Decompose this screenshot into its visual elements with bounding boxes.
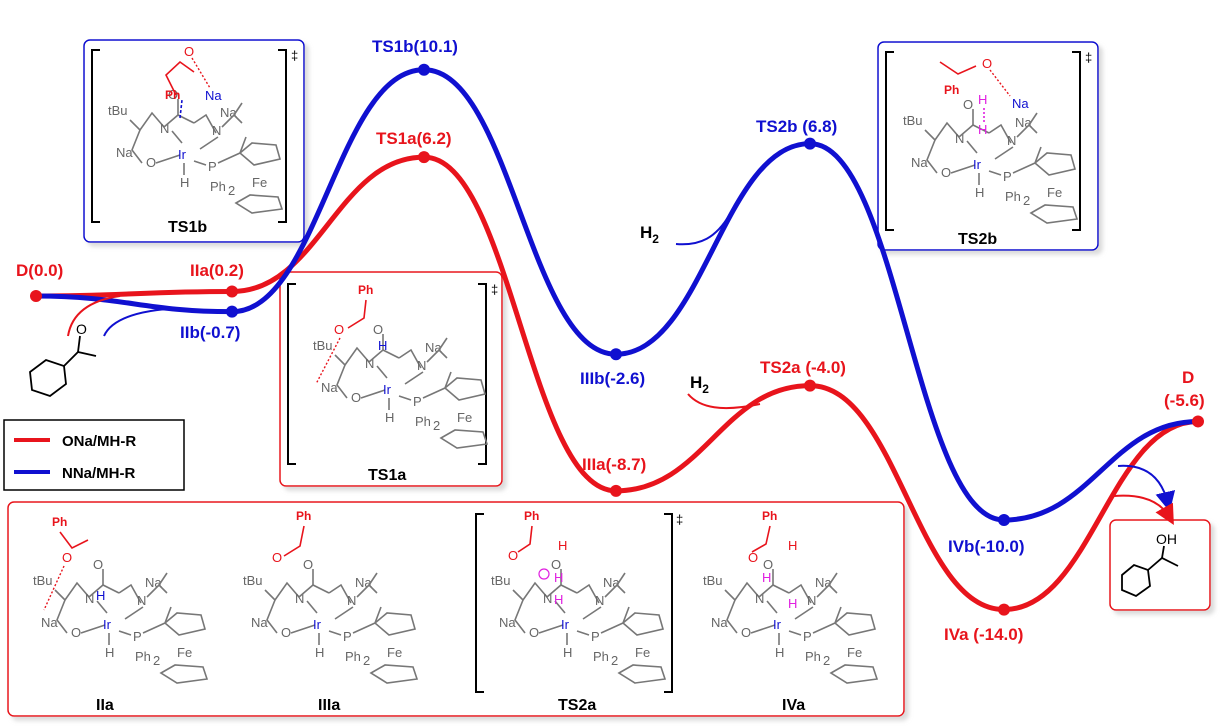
label-d-end: D <box>1182 368 1194 387</box>
iia-caption: IIa <box>96 697 114 714</box>
structure-ts2a: ‡ Ph O H H H TS2a <box>475 509 683 714</box>
label-ts2b: TS2b (6.8) <box>756 117 837 136</box>
svg-text:Ph: Ph <box>358 283 373 297</box>
acetophenone-entry-red <box>67 295 121 337</box>
svg-text:H: H <box>978 92 987 107</box>
label-iiib: IIIb(-2.6) <box>580 369 645 388</box>
legend-label-red: ONa/MH-R <box>62 433 136 450</box>
svg-text:‡: ‡ <box>491 282 498 297</box>
svg-text:Ph: Ph <box>762 509 777 523</box>
blue-node-ts2b <box>804 137 816 150</box>
label-iia: IIa(0.2) <box>190 261 244 280</box>
product-exit-red <box>1113 494 1174 525</box>
label-ivb: IVb(-10.0) <box>948 537 1025 556</box>
h2-entry-red <box>687 393 761 410</box>
svg-text:Ph: Ph <box>165 88 180 102</box>
iiia-caption: IIIa <box>318 697 340 714</box>
bottom-structures-panel: Ph O H IIa Ph O IIIa ‡ Ph O H H H <box>7 501 905 717</box>
svg-text:H: H <box>762 570 771 585</box>
svg-text:‡: ‡ <box>1085 50 1092 65</box>
svg-text:Ph: Ph <box>944 83 959 97</box>
ts2b-box: ‡ O Ph H H Na TS2b <box>877 41 1099 251</box>
svg-text:H: H <box>978 122 987 137</box>
red-node-iva <box>998 603 1010 616</box>
red-node-ts2a <box>804 379 816 392</box>
svg-text:H: H <box>788 538 797 553</box>
blue-node-iib <box>226 305 238 318</box>
svg-text:Ph: Ph <box>524 509 539 523</box>
ts2a-caption: TS2a <box>558 697 596 714</box>
svg-text:OH: OH <box>1156 531 1177 547</box>
svg-text:H: H <box>788 596 797 611</box>
red-node-d <box>1192 415 1204 428</box>
acetophenone: O <box>29 321 97 398</box>
legend-label-blue: NNa/MH-R <box>62 465 135 482</box>
label-d-end-energy: (-5.6) <box>1164 391 1205 410</box>
svg-text:O: O <box>748 550 758 565</box>
svg-text:H: H <box>378 338 387 353</box>
svg-text:‡: ‡ <box>676 512 683 527</box>
blue-node-iiib <box>610 348 622 361</box>
ts1a-caption: TS1a <box>368 467 406 484</box>
h2-label-blue: H2 <box>640 223 659 246</box>
legend: ONa/MH-R NNa/MH-R <box>3 419 185 491</box>
blue-node-ts1b <box>418 63 430 76</box>
h2-label-red: H2 <box>690 373 709 396</box>
svg-text:‡: ‡ <box>291 48 298 63</box>
svg-text:O: O <box>272 550 282 565</box>
iva-caption: IVa <box>782 697 805 714</box>
acetophenone-entry-blue <box>103 307 181 337</box>
svg-text:H: H <box>554 570 563 585</box>
red-node-iia <box>226 285 238 298</box>
blue-path-curve <box>33 67 1201 523</box>
red-node-iiia <box>610 484 622 497</box>
svg-text:O: O <box>982 56 992 71</box>
label-iiia: IIIa(-8.7) <box>582 455 646 474</box>
svg-text:O: O <box>62 550 72 565</box>
svg-text:O: O <box>334 322 344 337</box>
blue-node-ivb <box>998 514 1010 526</box>
product-exit-blue <box>1117 464 1176 512</box>
svg-text:O: O <box>508 548 518 563</box>
label-d-start: D(0.0) <box>16 261 63 280</box>
h2-entry-blue <box>675 213 731 246</box>
svg-text:O: O <box>184 44 194 59</box>
red-node-d <box>30 290 42 302</box>
svg-text:H: H <box>554 592 563 607</box>
red-node-ts1a <box>418 151 430 164</box>
svg-text:H: H <box>96 588 105 603</box>
label-ts1b: TS1b(10.1) <box>372 37 458 56</box>
label-ts2a: TS2a (-4.0) <box>760 358 846 377</box>
svg-text:O: O <box>76 321 87 337</box>
structure-iia: Ph O H IIa <box>32 515 208 714</box>
label-ts1a: TS1a(6.2) <box>376 129 452 148</box>
ts1b-box: ‡ O Ph Na TS1b <box>83 39 305 243</box>
label-iva: IVa (-14.0) <box>944 625 1023 644</box>
ts2b-caption: TS2b <box>958 231 997 248</box>
svg-text:Ph: Ph <box>52 515 67 529</box>
structure-iva: Ph O H H H IVa <box>702 509 878 714</box>
svg-text:Na: Na <box>1012 96 1029 111</box>
structure-iiia: Ph O IIIa <box>242 509 418 714</box>
ts1b-caption: TS1b <box>168 219 207 236</box>
product-box: OH <box>1109 519 1211 611</box>
ts1a-box: ‡ Ph O H TS1a <box>279 271 503 487</box>
svg-text:Ph: Ph <box>296 509 311 523</box>
svg-text:Na: Na <box>205 88 222 103</box>
label-iib: IIb(-0.7) <box>180 323 240 342</box>
svg-text:H: H <box>558 538 567 553</box>
